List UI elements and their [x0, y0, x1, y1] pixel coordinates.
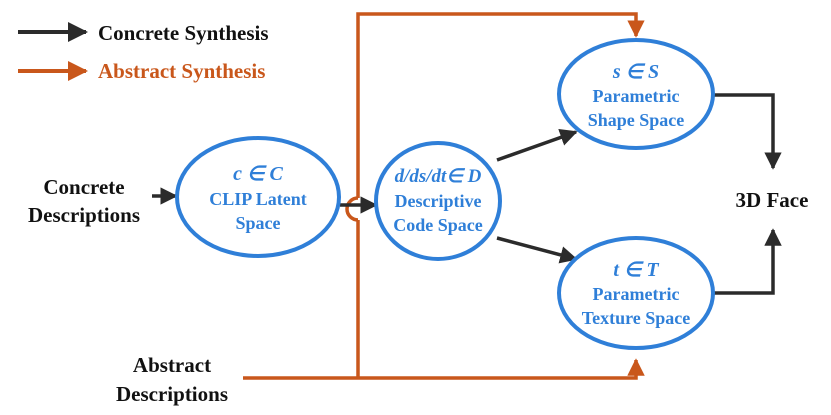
texture-node-math: t ∈ T — [613, 259, 659, 281]
descriptive-code-node: d/ds/dt∈ D Descriptive Code Space — [374, 141, 502, 261]
code-node-line1: Descriptive — [395, 191, 482, 211]
concrete-input-line2: Descriptions — [28, 203, 140, 227]
clip-node-line2: Space — [236, 213, 281, 233]
clip-node-math: c ∈ C — [233, 163, 283, 185]
shape-node-line2: Shape Space — [588, 110, 685, 130]
abstract-top-line — [356, 12, 645, 198]
code-node-math: d/ds/dt∈ D — [395, 166, 482, 187]
legend: Concrete Synthesis Abstract Synthesis — [18, 21, 269, 83]
arrow-code-to-texture — [496, 236, 578, 264]
shape-space-node: s ∈ S Parametric Shape Space — [557, 38, 715, 150]
texture-node-line2: Texture Space — [582, 308, 691, 328]
arrow-code-to-shape — [496, 129, 578, 162]
shape-node-math: s ∈ S — [612, 61, 659, 83]
abstract-path — [243, 12, 645, 380]
concrete-path — [152, 93, 782, 295]
legend-abstract-label: Abstract Synthesis — [98, 59, 265, 83]
arrow-texture-to-face — [712, 228, 782, 295]
arrow-shape-to-face — [712, 93, 782, 170]
shape-node-line1: Parametric — [593, 86, 680, 106]
clip-latent-node: c ∈ C CLIP Latent Space — [175, 136, 341, 258]
abstract-bottom-line — [243, 358, 645, 380]
abstract-input-line1: Abstract — [133, 353, 211, 377]
abstract-input-line2: Descriptions — [116, 382, 228, 406]
legend-concrete-label: Concrete Synthesis — [98, 21, 269, 45]
texture-node-line1: Parametric — [593, 284, 680, 304]
concrete-input-line1: Concrete — [43, 175, 124, 199]
clip-node-line1: CLIP Latent — [209, 189, 307, 209]
abstract-hop — [345, 196, 359, 222]
code-node-line2: Code Space — [393, 215, 483, 235]
texture-space-node: t ∈ T Parametric Texture Space — [557, 236, 715, 350]
output-3d-face: 3D Face — [736, 188, 809, 212]
